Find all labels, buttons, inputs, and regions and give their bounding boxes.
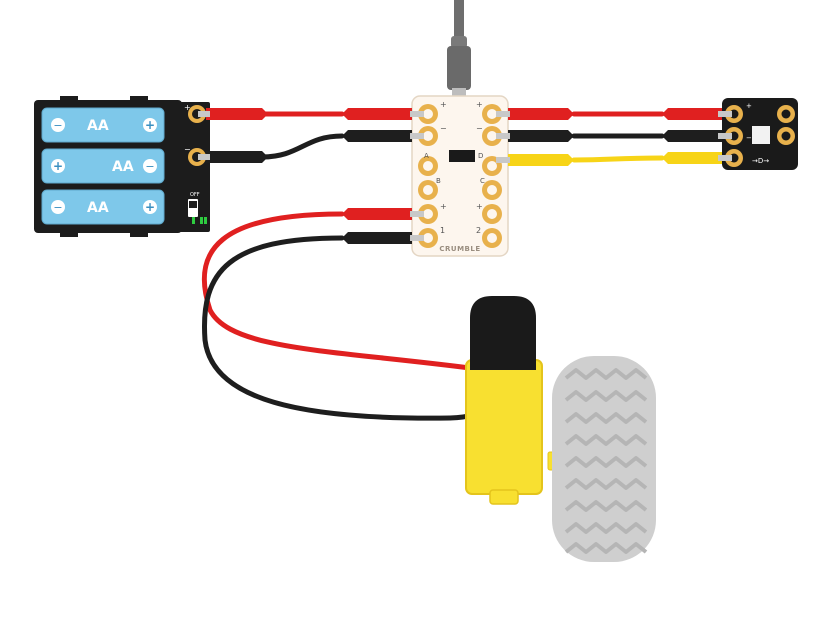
battery-cell-2: + AA −: [41, 148, 165, 184]
usb-connector-icon: [447, 46, 471, 90]
crumble-pad-right-motor-plus[interactable]: [482, 204, 502, 224]
crocodile-clip-icon[interactable]: [662, 130, 732, 142]
battery-pack: − AA + + AA − − AA + + −: [34, 96, 210, 237]
led-icon: [752, 126, 770, 144]
crumble-pad-c[interactable]: [482, 180, 502, 200]
pad-label: −: [440, 124, 447, 133]
crocodile-clip-icon[interactable]: [496, 154, 574, 166]
board-name: CRUMBLE: [439, 245, 480, 253]
pad-label: 1: [440, 226, 445, 235]
switch-icon[interactable]: OFF: [188, 192, 207, 224]
sparkle-plus-label: +: [746, 102, 752, 110]
terminal-plus-label: +: [184, 103, 191, 112]
crumble-pad-right-minus[interactable]: [482, 126, 502, 146]
crocodile-clip-icon[interactable]: [662, 108, 732, 120]
crumble-pad-motor-1[interactable]: [418, 228, 438, 248]
sparkle-out-plus-pad[interactable]: [777, 105, 795, 123]
crumble-pad-right-plus[interactable]: [482, 104, 502, 124]
battery-minus-icon: −: [145, 160, 154, 173]
pad-label: D: [478, 152, 483, 160]
crumble-pad-left-plus[interactable]: [418, 104, 438, 124]
crumble-left-pads: + − A B + 1: [418, 100, 447, 248]
crocodile-clip-icon[interactable]: [198, 151, 268, 163]
pad-label: 2: [476, 226, 481, 235]
battery-cell-1: − AA +: [41, 107, 165, 143]
pad-label: +: [440, 100, 447, 109]
pad-label: C: [480, 177, 485, 185]
usb-cable: [447, 0, 471, 100]
battery-cell-3: − AA +: [41, 189, 165, 225]
pad-label: −: [476, 124, 483, 133]
crocodile-clip-icon[interactable]: [662, 152, 732, 164]
battery-cell-label: AA: [87, 118, 109, 134]
sparkle-board: + − →D→: [722, 98, 798, 170]
crocodile-clip-icon[interactable]: [342, 108, 424, 120]
crumble-pad-a[interactable]: [418, 156, 438, 176]
battery-cell-label: AA: [112, 159, 134, 175]
battery-minus-icon: −: [53, 119, 62, 132]
switch-label: OFF: [190, 192, 200, 198]
sparkle-data-label: →D→: [752, 157, 769, 165]
crocodile-clip-icon[interactable]: [342, 232, 424, 244]
crocodile-clip-icon[interactable]: [342, 130, 424, 142]
crocodile-clip-icon[interactable]: [496, 130, 574, 142]
crocodile-clip-icon[interactable]: [496, 108, 574, 120]
pad-label: +: [440, 202, 447, 211]
motor: [465, 296, 561, 505]
pad-label: +: [476, 202, 483, 211]
sparkle-minus-label: −: [746, 134, 752, 142]
battery-plus-icon: +: [145, 200, 155, 214]
crumble-pad-left-motor-plus[interactable]: [418, 204, 438, 224]
pad-label: +: [476, 100, 483, 109]
crumble-right-pads: + − D C + 2: [476, 100, 502, 248]
pad-label: B: [436, 177, 441, 185]
pad-label: A: [424, 152, 429, 160]
crumble-pad-left-minus[interactable]: [418, 126, 438, 146]
battery-cell-label: AA: [87, 200, 109, 216]
terminal-minus-label: −: [184, 145, 191, 154]
wheel: [552, 356, 656, 562]
crocodile-clip-icon[interactable]: [342, 208, 424, 220]
battery-plus-icon: +: [145, 118, 155, 132]
battery-plus-icon: +: [53, 159, 63, 173]
crocodile-clip-icon[interactable]: [198, 108, 268, 120]
motor-cap: [470, 296, 536, 370]
chip-icon: [449, 150, 475, 162]
battery-minus-icon: −: [53, 201, 62, 214]
crumble-pad-motor-2[interactable]: [482, 228, 502, 248]
crumble-pad-b[interactable]: [418, 180, 438, 200]
sparkle-out-minus-pad[interactable]: [777, 127, 795, 145]
crumble-board: CRUMBLE + − A B +: [411, 95, 509, 257]
crocodile-clips: [198, 108, 732, 244]
